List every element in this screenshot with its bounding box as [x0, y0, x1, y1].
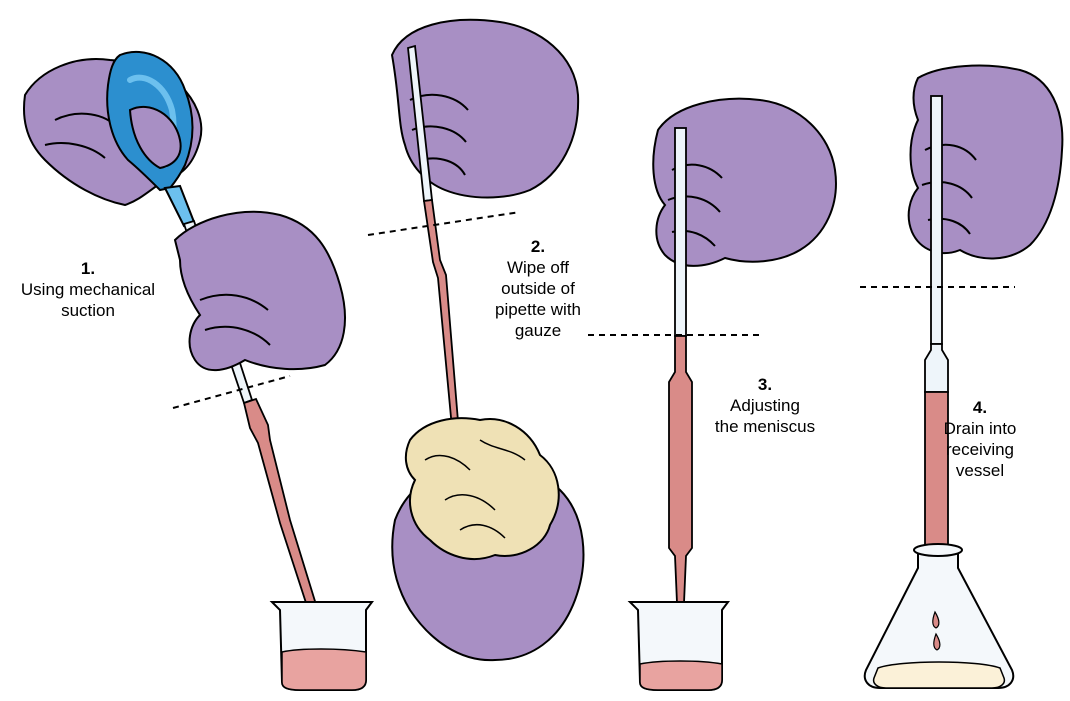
step-4-text: Drain into receiving vessel: [905, 418, 1055, 481]
step-3-number: 3.: [700, 374, 830, 395]
pipette-3-upper: [675, 128, 686, 336]
step-2-text: Wipe off outside of pipette with gauze: [478, 257, 598, 341]
glove-hand-lower-middle: [175, 212, 345, 370]
step-2-label: 2. Wipe off outside of pipette with gauz…: [478, 236, 598, 341]
flask-rim: [914, 544, 962, 556]
dashed-level-line-1: [173, 376, 290, 408]
step-1-text: Using mechanical suction: [0, 279, 176, 321]
step-2-number: 2.: [478, 236, 598, 257]
step-1-label: 1. Using mechanical suction: [0, 258, 176, 321]
step-3-label: 3. Adjusting the meniscus: [700, 374, 830, 437]
panel-4-drain: [860, 66, 1062, 688]
beaker-1-liquid: [282, 649, 366, 690]
gauze-pad: [406, 418, 559, 559]
pipette-4-upper: [931, 96, 942, 344]
bulb-nozzle: [165, 186, 194, 226]
beaker-3-liquid: [640, 661, 722, 690]
pipette-4-bulge: [925, 344, 948, 392]
step-4-label: 4. Drain into receiving vessel: [905, 397, 1055, 481]
step-1-number: 1.: [0, 258, 176, 279]
step-3-text: Adjusting the meniscus: [700, 395, 830, 437]
flask-liquid: [874, 662, 1005, 688]
panel-1-suction: [24, 52, 372, 690]
step-4-number: 4.: [905, 397, 1055, 418]
dashed-level-line-2: [368, 212, 520, 235]
